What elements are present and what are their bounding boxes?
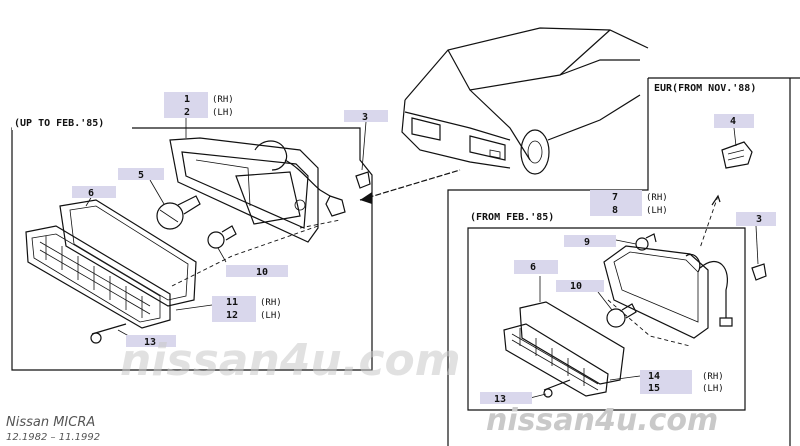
left-bulb-5 (156, 195, 201, 230)
left-frame: (UP TO FEB.'85) (11, 118, 373, 371)
left-callouts: 1 (RH) 2 (LH) 3 5 6 10 11 (RH) 12 (LH) 1… (72, 92, 388, 348)
callout-13-right: 13 (494, 394, 506, 405)
right-leaders (529, 127, 759, 399)
right-lens-14-15 (503, 323, 609, 397)
right-outer-title: EUR(FROM NOV.'88) (654, 83, 756, 94)
callout-2: 2 (184, 107, 190, 118)
callout-12-side: (LH) (260, 311, 282, 321)
callout-11: 11 (226, 297, 238, 308)
right-outer-frame: EUR(FROM NOV.'88) (447, 77, 800, 446)
callout-6-left: 6 (88, 188, 94, 199)
callout-12: 12 (226, 310, 238, 321)
callout-2-side: (LH) (212, 108, 234, 118)
callout-10-left: 10 (256, 267, 268, 278)
footer-dates: 12.1982 – 11.1992 (6, 432, 100, 443)
car-pointer-arrow (360, 192, 372, 204)
callout-9: 9 (584, 237, 590, 248)
callout-3-left: 3 (362, 112, 368, 123)
left-screw-13 (90, 323, 127, 344)
footer-model: Nissan MICRA (6, 415, 95, 430)
left-gasket-6 (59, 199, 197, 307)
right-bulb-10 (606, 303, 637, 328)
callout-7: 7 (612, 192, 618, 203)
watermark-corner: nissan4u.com (486, 403, 718, 438)
callout-10-right: 10 (570, 281, 582, 292)
right-screw-13 (543, 379, 571, 398)
right-bulb-socket-4 (721, 141, 753, 169)
callout-4: 4 (730, 116, 736, 127)
callout-15: 15 (648, 383, 660, 394)
left-clip-3 (355, 171, 371, 189)
callout-11-side: (RH) (260, 298, 282, 308)
watermark-main: nissan4u.com (120, 335, 461, 386)
callout-15-side: (LH) (702, 384, 724, 394)
right-clip-3 (751, 263, 767, 281)
left-frame-title: (UP TO FEB.'85) (14, 118, 104, 129)
callout-1-side: (RH) (212, 95, 234, 105)
car-illustration (401, 27, 649, 175)
right-inner-title: (FROM FEB.'85) (470, 212, 554, 223)
callout-14-side: (RH) (702, 372, 724, 382)
left-lens-11-12 (25, 225, 171, 329)
callout-14: 14 (648, 371, 660, 382)
car-pointer-line (359, 169, 461, 201)
left-bulb-10 (207, 225, 237, 249)
right-inner-frame: (FROM FEB.'85) (466, 210, 746, 411)
callout-3-right: 3 (756, 214, 762, 225)
right-gasket-6 (519, 301, 625, 385)
left-lamp-housing (169, 137, 346, 243)
callout-7-side: (RH) (646, 193, 668, 203)
callout-8-side: (LH) (646, 206, 668, 216)
callout-8: 8 (612, 205, 618, 216)
callout-6-right: 6 (530, 262, 536, 273)
right-callouts: 4 3 7 (RH) 8 (LH) 9 6 10 14 (RH) 15 (LH)… (480, 114, 776, 405)
callout-13-left: 13 (144, 337, 156, 348)
callout-5: 5 (138, 170, 144, 181)
callout-1: 1 (184, 94, 190, 105)
